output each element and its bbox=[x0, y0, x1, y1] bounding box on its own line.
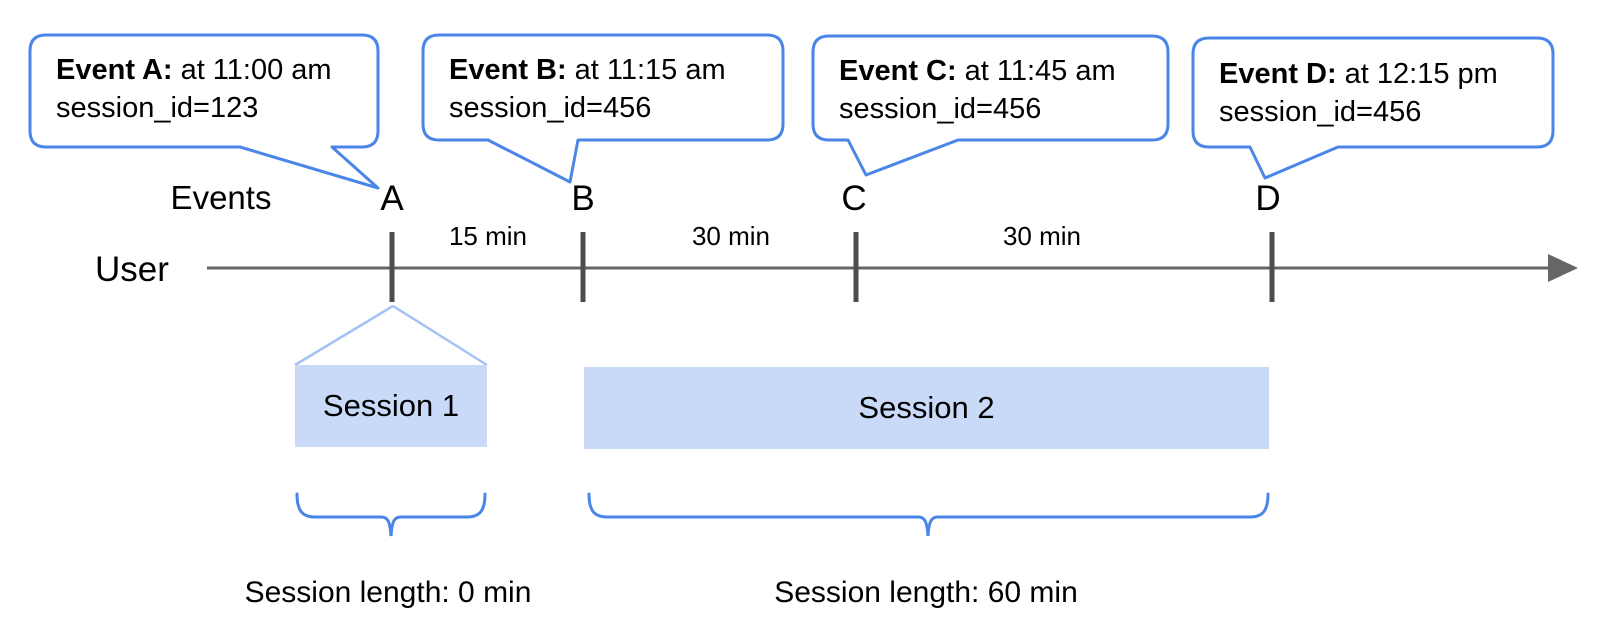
callout-bubble-event-d bbox=[1191, 36, 1555, 180]
callout-bubble-event-a bbox=[28, 33, 380, 190]
session2-length-label: Session length: 60 min bbox=[774, 576, 1078, 609]
callout-event-d-session-id: session_id=456 bbox=[1219, 96, 1422, 128]
callout-event-c-line1: Event C:at 11:45 am bbox=[839, 52, 1116, 90]
callout-text-event-d: Event D:at 12:15 pm session_id=456 bbox=[1219, 55, 1498, 131]
interval-c-d-label: 30 min bbox=[1002, 221, 1082, 251]
user-row-label: User bbox=[95, 250, 169, 289]
callout-text-event-a: Event A:at 11:00 am session_id=123 bbox=[56, 51, 332, 127]
callout-event-d-title: Event D: bbox=[1219, 58, 1337, 90]
session2-brace bbox=[587, 492, 1270, 537]
event-letter-d: D bbox=[1255, 179, 1281, 218]
callout-text-event-b: Event B:at 11:15 am session_id=456 bbox=[449, 51, 726, 127]
callout-event-b-title: Event B: bbox=[449, 54, 567, 86]
event-letter-a: A bbox=[380, 179, 404, 218]
interval-a-b-label: 15 min bbox=[448, 221, 528, 251]
callout-event-c-session-id: session_id=456 bbox=[839, 93, 1042, 125]
callout-event-b-time: at 11:15 am bbox=[574, 54, 726, 86]
callout-event-c-time: at 11:45 am bbox=[964, 55, 1116, 87]
callout-event-c-title: Event C: bbox=[839, 55, 957, 87]
callout-event-a-time: at 11:00 am bbox=[180, 54, 332, 86]
interval-b-c-label: 30 min bbox=[691, 221, 771, 251]
callout-event-b-line1: Event B:at 11:15 am bbox=[449, 51, 726, 89]
callout-event-a-title: Event A: bbox=[56, 54, 173, 86]
session1-funnel-left-line bbox=[294, 304, 394, 367]
callout-bubble-event-b bbox=[421, 33, 785, 184]
timeline-arrow-icon bbox=[1548, 254, 1578, 282]
events-row-label: Events bbox=[170, 179, 272, 216]
session1-funnel-right-line bbox=[392, 304, 488, 367]
session1-bar-label: Session 1 bbox=[322, 388, 460, 423]
callout-text-event-c: Event C:at 11:45 am session_id=456 bbox=[839, 52, 1116, 128]
callout-event-d-line1: Event D:at 12:15 pm bbox=[1219, 55, 1498, 93]
event-letter-b: B bbox=[571, 179, 595, 218]
event-letter-c: C bbox=[841, 179, 867, 218]
session1-bar: Session 1 bbox=[295, 365, 487, 447]
callout-event-d-time: at 12:15 pm bbox=[1344, 58, 1498, 90]
session1-brace bbox=[295, 492, 487, 537]
session2-bar: Session 2 bbox=[584, 367, 1269, 449]
callout-bubble-event-c bbox=[811, 34, 1170, 177]
session1-length-label: Session length: 0 min bbox=[244, 576, 532, 609]
callout-event-b-session-id: session_id=456 bbox=[449, 92, 652, 124]
session2-bar-label: Session 2 bbox=[858, 390, 995, 425]
callout-event-a-line1: Event A:at 11:00 am bbox=[56, 51, 332, 89]
callout-event-a-session-id: session_id=123 bbox=[56, 92, 259, 124]
